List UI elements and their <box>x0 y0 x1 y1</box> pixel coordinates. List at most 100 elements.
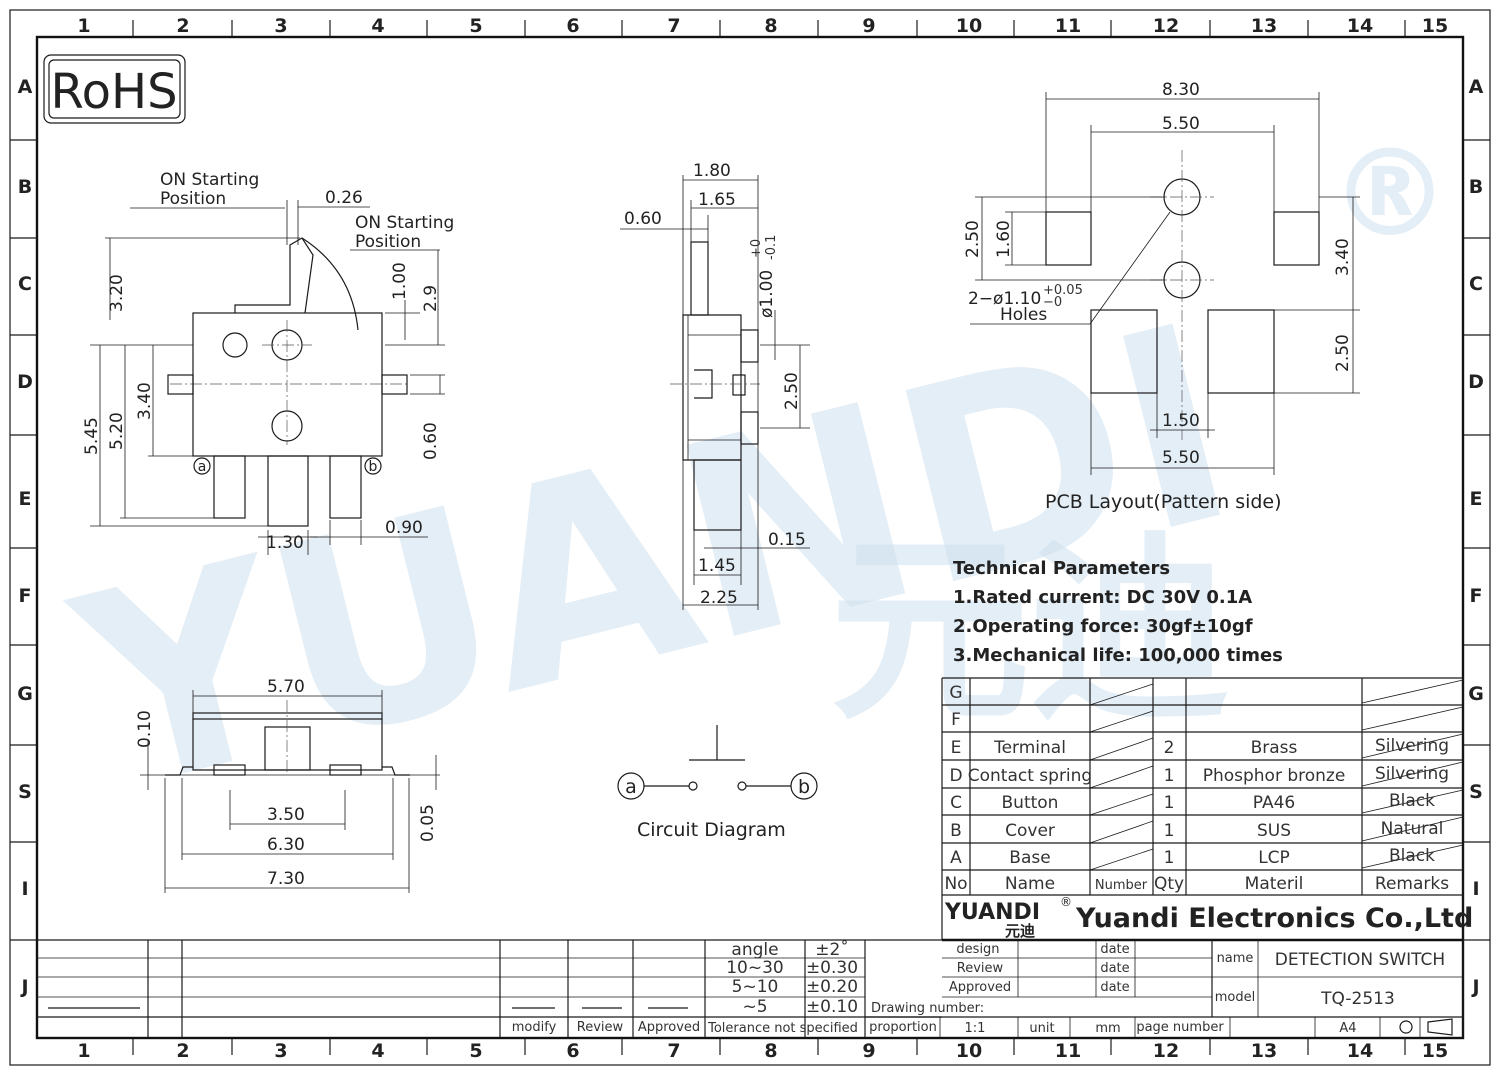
circuit-b-label: b <box>798 776 810 798</box>
dim-0-60: 0.60 <box>421 422 441 460</box>
on-start-2-line2: Position <box>355 232 421 252</box>
zone-row-right: B <box>1469 176 1483 198</box>
bom-qty: 1 <box>1164 766 1175 786</box>
pcb-dim-8-30: 8.30 <box>1162 80 1200 100</box>
bottom-dim-6-30: 6.30 <box>267 835 305 855</box>
unit-value: mm <box>1095 1021 1120 1036</box>
dim-5-45: 5.45 <box>82 417 102 455</box>
tol-range: 10~30 <box>726 958 784 978</box>
dim-1-65: 1.65 <box>698 190 736 210</box>
date-label: date <box>1100 942 1129 957</box>
bottom-dim-0-05: 0.05 <box>418 804 438 842</box>
zone-col-top: 11 <box>1055 15 1081 37</box>
zone-row-left: B <box>18 176 32 198</box>
zone-col-top: 13 <box>1251 15 1277 37</box>
bom-no: G <box>949 683 962 703</box>
zone-col-bottom: 14 <box>1347 1040 1373 1062</box>
bom-no: C <box>950 793 962 813</box>
bom-header-cell: Name <box>1005 874 1055 894</box>
zone-row-left: I <box>21 878 28 900</box>
zone-col-bottom: 6 <box>566 1040 579 1062</box>
bottom-dim-7-30: 7.30 <box>267 869 305 889</box>
approved2-label: Approved <box>949 980 1011 995</box>
approved-label: Approved <box>638 1020 700 1035</box>
date-label: date <box>1100 980 1129 995</box>
bom-name: Base <box>1009 848 1050 868</box>
tech-item-1: 1.Rated current: DC 30V 0.1A <box>953 587 1252 608</box>
zone-col-top: 5 <box>469 15 482 37</box>
tol-value: ±0.20 <box>806 977 858 997</box>
bom-material: LCP <box>1258 848 1290 868</box>
outer-frame <box>9 9 1491 1066</box>
zone-col-top: 7 <box>667 15 680 37</box>
dim-3-20: 3.20 <box>107 274 127 312</box>
title-block: angle±2˚10~30±0.305~10±0.20~5±0.10modify… <box>37 939 1463 1038</box>
bom-diagonal <box>1361 761 1464 787</box>
product-name: DETECTION SWITCH <box>1275 950 1445 970</box>
zone-row-right: J <box>1470 976 1479 998</box>
technical-parameters: Technical Parameters 1.Rated current: DC… <box>953 558 1283 666</box>
zone-col-bottom: 12 <box>1153 1040 1179 1062</box>
proportion-label: proportion <box>869 1020 937 1035</box>
rohs-text: RoHS <box>50 64 177 120</box>
bom-no: E <box>951 738 962 758</box>
circuit-a-label: a <box>625 776 637 798</box>
zone-col-bottom: 9 <box>862 1040 875 1062</box>
dim-5-20: 5.20 <box>107 412 127 450</box>
inner-frame <box>35 35 1465 1040</box>
dim-0-90: 0.90 <box>385 518 423 538</box>
zone-row-right: I <box>1472 878 1479 900</box>
tol-range: ~5 <box>742 997 767 1017</box>
bom-material: PA46 <box>1253 793 1295 813</box>
company-logo-cn: 元迪 <box>1005 922 1035 940</box>
pcb-layout: 8.30 5.50 2.50 1.60 3.40 2.50 1.50 5.50 … <box>963 80 1360 513</box>
date-label: date <box>1100 961 1129 976</box>
terminal-a-label: a <box>198 459 207 475</box>
zone-col-top: 3 <box>274 15 287 37</box>
dim-1-45: 1.45 <box>698 556 736 576</box>
bottom-dim-5-70: 5.70 <box>267 677 305 697</box>
zone-row-left: J <box>19 976 28 998</box>
zone-row-right: S <box>1469 781 1483 803</box>
bom-header-cell: Qty <box>1154 874 1184 894</box>
pcb-dim-1-60: 1.60 <box>994 220 1014 258</box>
bottom-view: 5.70 0.10 3.50 6.30 7.30 0.05 <box>135 677 440 893</box>
bom-header-cell: No <box>944 874 967 894</box>
pcb-dim-2-50-left: 2.50 <box>963 220 983 258</box>
bom-qty: 1 <box>1164 821 1175 841</box>
pcb-dim-3-40: 3.40 <box>1333 238 1353 276</box>
zone-row-left: C <box>18 273 32 295</box>
watermark-cn: 元迪 <box>830 515 1230 748</box>
review-label: Review <box>577 1020 624 1035</box>
bom-diagonal <box>1089 737 1154 761</box>
zone-markers: 1122334455667788991010111112121313141415… <box>10 15 1490 1062</box>
zone-col-bottom: 15 <box>1422 1040 1448 1062</box>
zone-row-left: G <box>17 683 33 705</box>
zone-col-top: 10 <box>956 15 982 37</box>
bom-qty: 1 <box>1164 793 1175 813</box>
tol-value: ±0.10 <box>806 997 858 1017</box>
bom-no: B <box>950 821 962 841</box>
drawing-number-label: Drawing number: <box>871 1001 984 1016</box>
bom-diagonal <box>1361 789 1464 814</box>
dim-dia-tol-minus: -0.1 <box>764 235 779 260</box>
zone-col-bottom: 10 <box>956 1040 982 1062</box>
zone-col-top: 14 <box>1347 15 1373 37</box>
bom-remarks: Black <box>1389 846 1435 866</box>
bom-name: Cover <box>1005 821 1055 841</box>
circuit-diagram: a b Circuit Diagram <box>617 725 818 841</box>
modify-label: modify <box>512 1020 557 1035</box>
zone-col-bottom: 13 <box>1251 1040 1277 1062</box>
bom-diagonal <box>1089 765 1154 789</box>
bom-material: SUS <box>1257 821 1291 841</box>
dim-1-00: 1.00 <box>390 262 410 300</box>
zone-col-bottom: 5 <box>469 1040 482 1062</box>
company-name: Yuandi Electronics Co.,Ltd <box>1075 903 1473 934</box>
bom-diagonal <box>1361 679 1464 704</box>
circuit-title: Circuit Diagram <box>637 819 786 841</box>
zone-row-right: A <box>1469 76 1484 98</box>
zone-row-left: F <box>19 585 32 607</box>
projection-symbol-cone <box>1427 1018 1453 1036</box>
